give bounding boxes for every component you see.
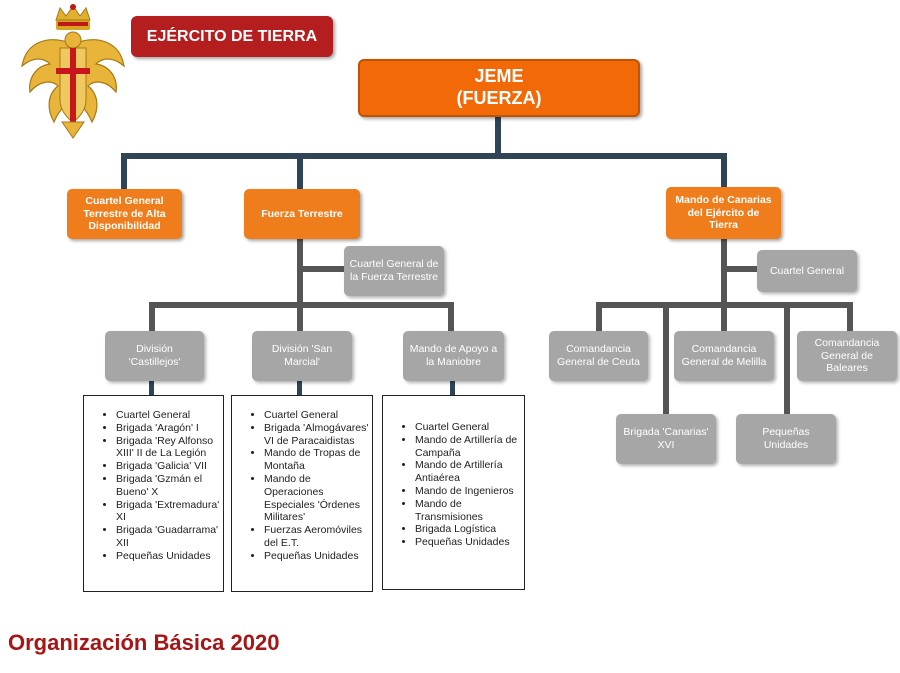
connector-line [149,381,154,397]
list-item: Mando de Artillería de Campaña [415,434,524,460]
list-item: Cuartel General [415,421,524,434]
connector-line [297,381,302,397]
list-item: Pequeñas Unidades [415,536,524,549]
list-item: Mando de Artillería Antiaérea [415,459,524,485]
canarias-cg-box: Cuartel General [757,250,857,292]
connector-line [721,302,727,332]
list-item: Mando de Transmisiones [415,498,524,524]
list-item: Brigada 'Galicia' VII [116,460,223,473]
mando-apoyo-maniobra-box: Mando de Apoyo a la Maniobre [403,331,504,381]
connector-line [121,153,727,159]
connector-line [448,302,454,332]
connector-line [784,302,790,416]
list-item: Brigada 'Rey Alfonso XIII' II de La Legi… [116,435,223,461]
connector-line [721,153,727,189]
mando-canarias-box: Mando de Canarias del Ejército de Tierra [666,187,781,239]
connector-line [297,302,303,332]
castillejos-units-list: Cuartel GeneralBrigada 'Aragón' IBrigada… [83,395,224,592]
list-item: Brigada 'Aragón' I [116,422,223,435]
comandancia-ceuta-box: Comandancia General de Ceuta [549,331,648,381]
brigada-canarias-box: Brigada 'Canarias' XVI [616,414,716,464]
pequenas-unidades-canarias-box: Pequeñas Unidades [736,414,836,464]
san-marcial-units-list: Cuartel GeneralBrigada 'Almogávares' VI … [231,395,373,592]
page-title: Organización Básica 2020 [8,630,280,655]
army-emblem-icon [21,4,125,139]
connector-line [596,302,602,332]
list-item: Cuartel General [116,409,223,422]
connector-line [121,153,127,191]
connector-line [724,266,758,272]
jeme-subtitle: (FUERZA) [456,88,542,108]
division-san-marcial-box: División 'San Marcial' [252,331,352,381]
header-badge: EJÉRCITO DE TIERRA [131,16,333,57]
cg-fuerza-terrestre-box: Cuartel General de la Fuerza Terrestre [344,246,444,296]
list-item: Brigada Logística [415,523,524,536]
list-item: Brigada 'Extremadura' XI [116,499,223,525]
list-item: Pequeñas Unidades [116,550,223,563]
connector-line [300,266,346,272]
list-item: Brigada 'Guadarrama' XII [116,524,223,550]
list-item: Mando de Operaciones Especiales 'Órdenes… [264,473,372,524]
connector-line [495,117,501,158]
connector-line [663,302,669,416]
comandancia-melilla-box: Comandancia General de Melilla [674,331,774,381]
list-item: Brigada 'Gzmán el Bueno' X [116,473,223,499]
list-item: Fuerzas Aeromóviles del E.T. [264,524,372,550]
jeme-root-box: JEME (FUERZA) [358,59,640,117]
connector-line [149,302,155,332]
apoyo-units-list: Cuartel GeneralMando de Artillería de Ca… [382,395,525,590]
connector-line [297,153,303,191]
connector-line [450,381,455,397]
list-item: Mando de Ingenieros [415,485,524,498]
division-castillejos-box: División 'Castillejos' [105,331,204,381]
cg-alta-disponibilidad-box: Cuartel General Terrestre de Alta Dispon… [67,189,182,239]
jeme-title: JEME [474,66,524,87]
list-item: Cuartel General [264,409,372,422]
fuerza-terrestre-box: Fuerza Terrestre [244,189,360,239]
comandancia-baleares-box: Comandancia General de Baleares [797,331,897,381]
list-item: Brigada 'Almogávares' VI de Paracaidista… [264,422,372,448]
connector-line [847,302,853,332]
list-item: Mando de Tropas de Montaña [264,447,372,473]
list-item: Pequeñas Unidades [264,550,372,563]
